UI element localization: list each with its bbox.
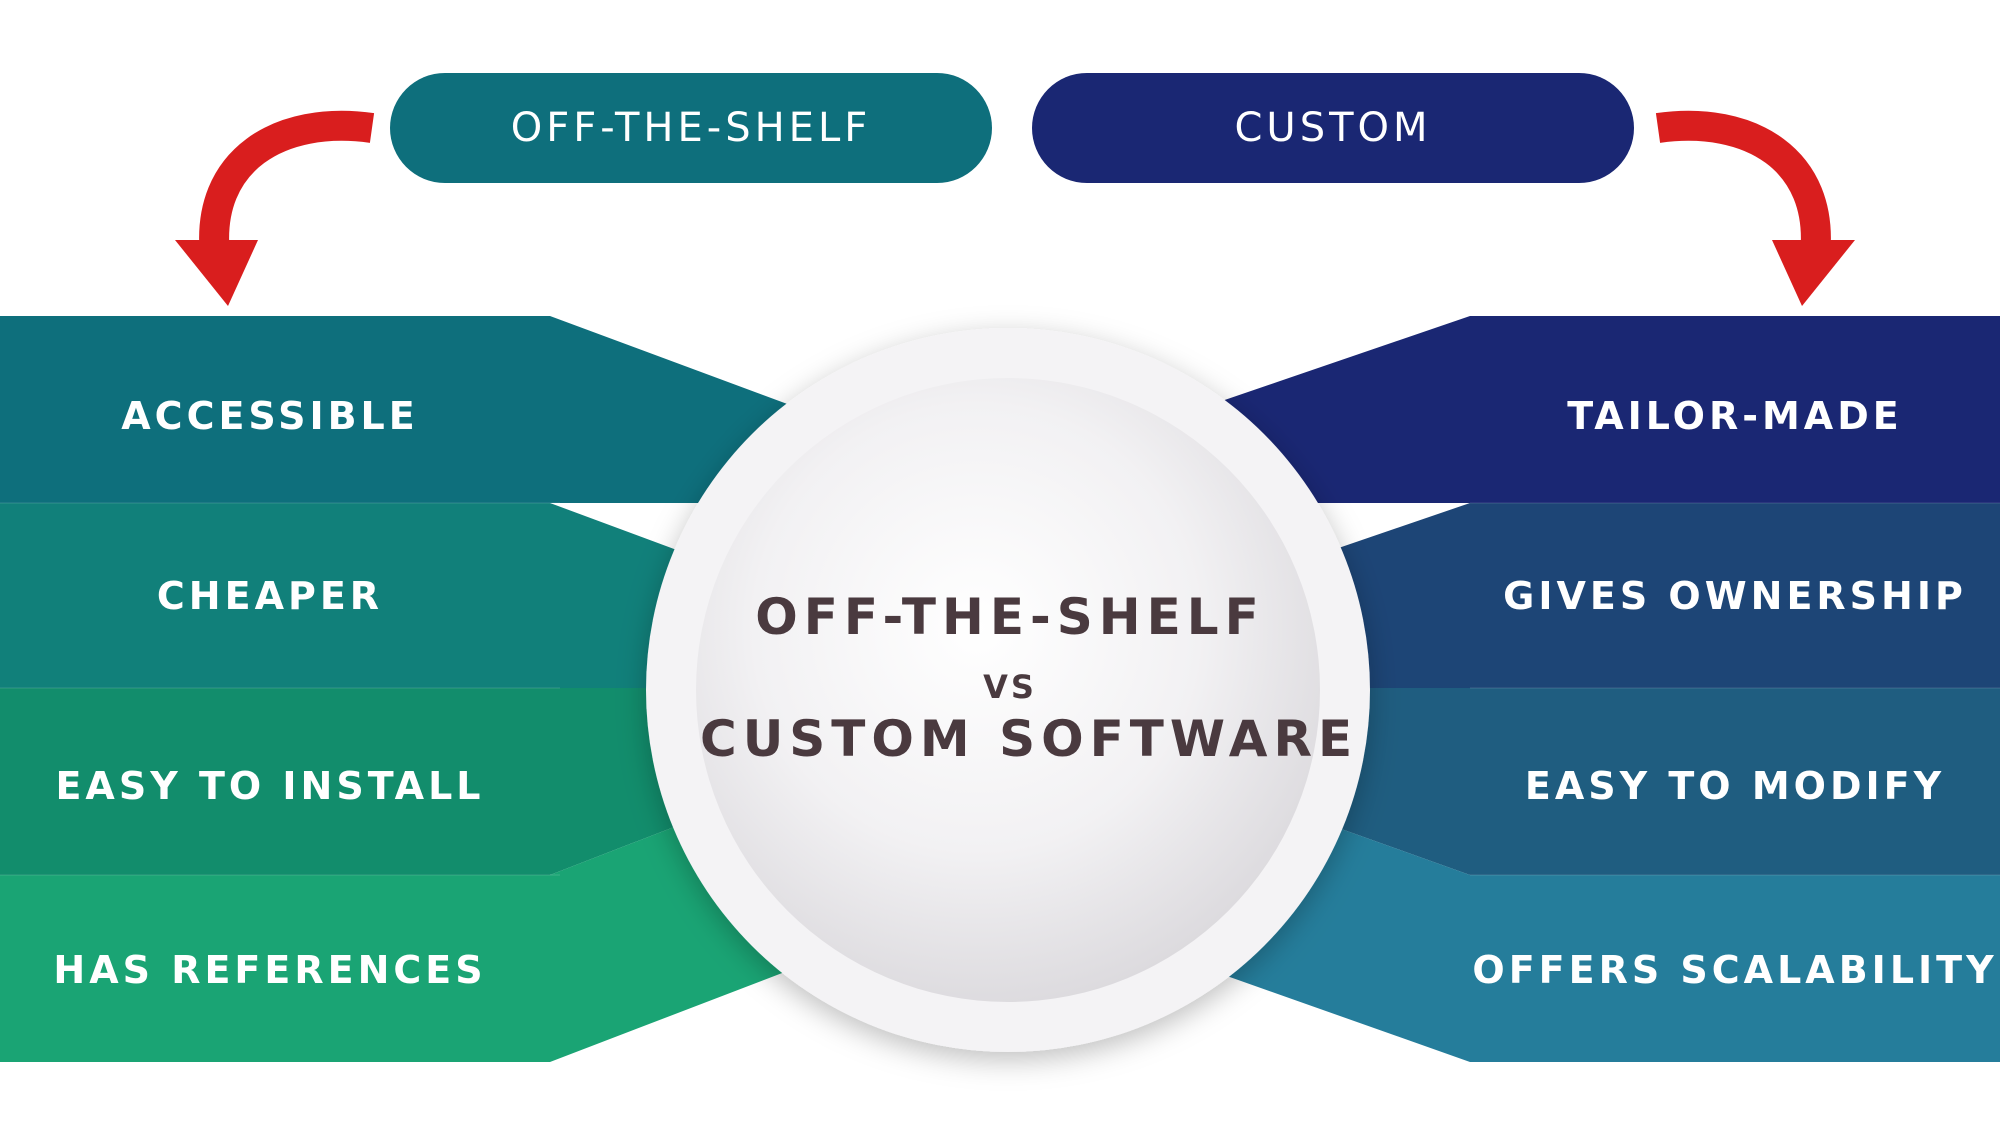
right-item-gives-ownership: GIVES OWNERSHIP (1503, 574, 1967, 618)
left-row-2-bg (0, 503, 790, 688)
off-the-shelf-pill: OFF-THE-SHELF (390, 73, 992, 183)
left-item-has-references: HAS REFERENCES (53, 948, 487, 992)
left-row-4-bg (0, 782, 790, 1062)
left-row-1-bg (0, 316, 790, 503)
right-item-tailor-made: TAILOR-MADE (1567, 394, 1903, 438)
right-item-easy-to-modify: EASY TO MODIFY (1524, 764, 1946, 808)
right-row-2-bg (1210, 503, 2000, 688)
center-circle-inner (696, 378, 1320, 1002)
custom-pill: CUSTOM (1032, 73, 1634, 183)
right-row-3-bg (1210, 688, 2000, 875)
center-title-line-2: CUSTOM SOFTWARE (700, 710, 1359, 768)
left-item-accessible: ACCESSIBLE (121, 394, 419, 438)
right-row-1-bg (1210, 316, 2000, 503)
right-curved-arrow-icon (1655, 110, 1855, 306)
left-curved-arrow-icon (175, 110, 375, 306)
center-vs-text: VS (983, 668, 1037, 706)
center-title-line-1: OFF-THE-SHELF (755, 588, 1265, 646)
left-row-3-bg (0, 688, 790, 875)
right-row-4-bg (1210, 782, 2000, 1062)
right-item-offers-scalability: OFFERS SCALABILITY (1472, 948, 1998, 992)
left-item-easy-to-install: EASY TO INSTALL (55, 764, 485, 808)
left-item-cheaper: CHEAPER (156, 574, 384, 618)
